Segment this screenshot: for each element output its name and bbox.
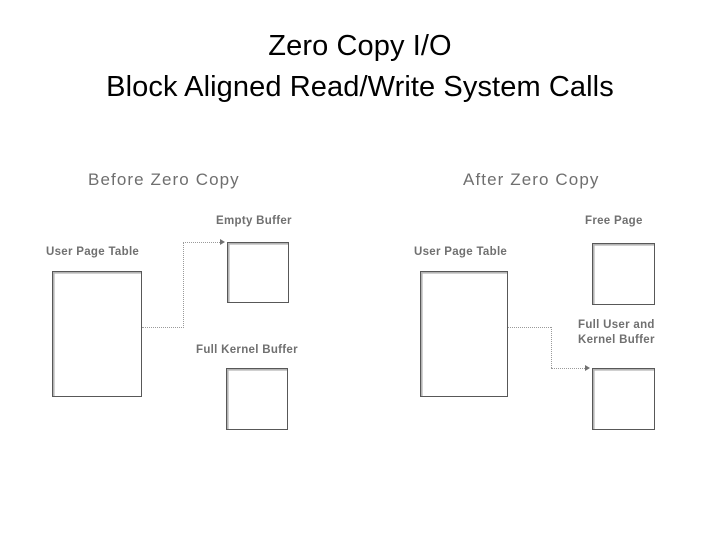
label-user-page-table-after: User Page Table [414,246,508,258]
box-user-page-table-after [420,271,508,397]
box-empty-buffer [227,242,289,303]
connector-before-arrow-icon [220,238,225,245]
label-full-user-and-kernel-buffer: Full User and Kernel Buffer [578,319,655,346]
page-title: Zero Copy I/O Block Aligned Read/Write S… [106,30,614,104]
label-empty-buffer: Empty Buffer [216,215,292,227]
connector-before-segment-h2 [183,242,222,243]
box-user-page-table-before [52,271,142,397]
connector-before-segment-h1 [142,327,184,328]
label-free-page: Free Page [585,215,643,227]
label-user-page-table-before: User Page Table [46,246,140,258]
panel-heading-after: After Zero Copy [463,170,600,189]
box-free-page [592,243,655,305]
connector-after-segment-h1 [508,327,551,328]
panel-heading-before: Before Zero Copy [88,170,240,189]
label-full-kernel-buffer: Full Kernel Buffer [196,344,298,356]
box-full-user-and-kernel-buffer [592,368,655,430]
connector-after-arrow-icon [585,364,590,371]
connector-before-segment-v [183,242,184,328]
connector-after-segment-v [551,327,552,368]
connector-after-segment-h2 [551,368,587,369]
box-full-kernel-buffer [226,368,288,430]
